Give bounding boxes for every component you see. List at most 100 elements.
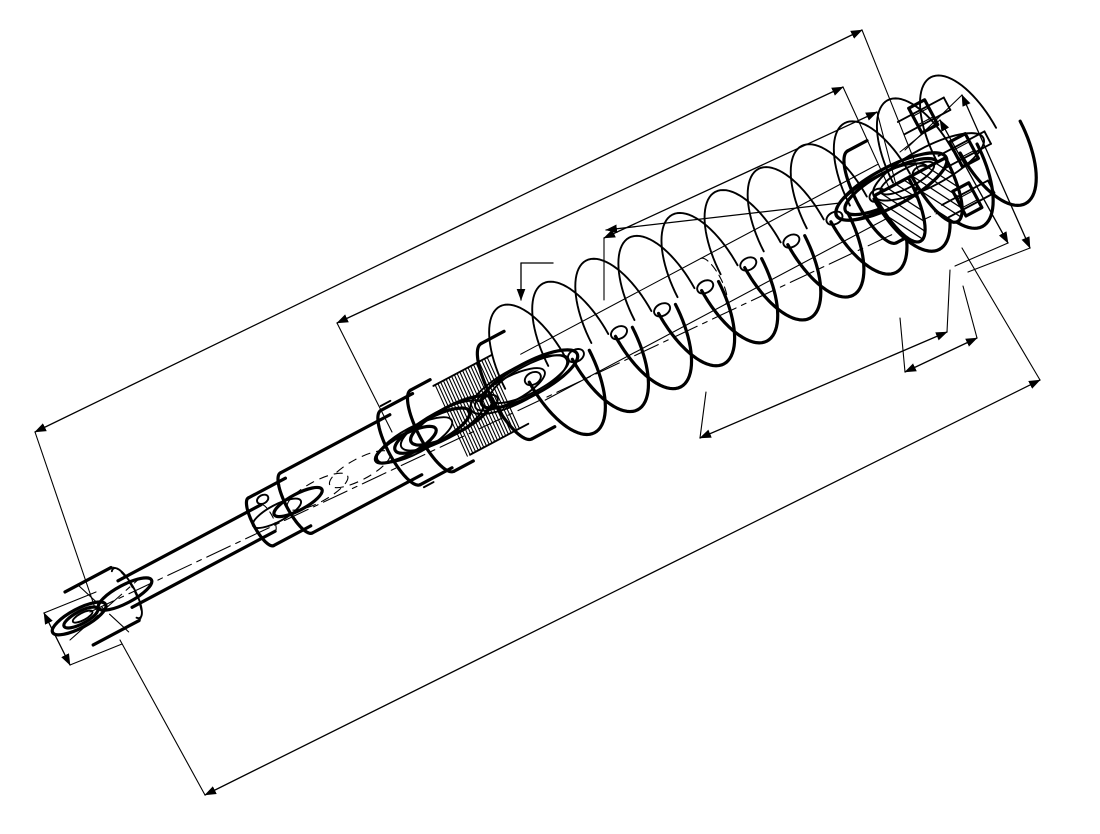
extension-line-11 bbox=[962, 285, 978, 339]
stud-upper bbox=[896, 96, 952, 136]
coil-front-1 bbox=[527, 348, 607, 437]
hatch-line bbox=[874, 157, 963, 241]
stud-tip-2 bbox=[986, 179, 996, 194]
upper-seat-flange-cap-near bbox=[842, 149, 899, 245]
mounting-studs bbox=[896, 96, 996, 219]
coil-front-6 bbox=[743, 234, 823, 322]
spring-coil-1 bbox=[480, 303, 607, 437]
collar-lug-3 bbox=[461, 460, 474, 468]
coil-wire-section-4 bbox=[610, 325, 628, 341]
body-highlight bbox=[283, 416, 387, 472]
collar-ring-a-cap-near bbox=[376, 408, 422, 487]
extension-line-8 bbox=[699, 391, 707, 439]
seat-flange-cap-near bbox=[475, 341, 534, 442]
thread-crest bbox=[481, 359, 515, 432]
extension-line-4 bbox=[336, 322, 393, 433]
leader-spring-coil bbox=[605, 202, 841, 234]
thread-crest bbox=[470, 365, 504, 438]
extension-line-15 bbox=[954, 242, 1009, 267]
stud-shank-top-1 bbox=[937, 130, 986, 157]
stud-tip-1 bbox=[983, 130, 992, 145]
coil-wire-section-6 bbox=[696, 279, 715, 295]
nut-flat-b-0 bbox=[917, 116, 935, 126]
piston-rod bbox=[116, 503, 277, 609]
coil-front-5 bbox=[700, 257, 780, 345]
eye-face-outer bbox=[50, 600, 108, 637]
leader-shoulder bbox=[605, 202, 841, 234]
coil-back-6 bbox=[703, 189, 782, 276]
coil-back-1 bbox=[488, 303, 567, 390]
coil-wire-section-8 bbox=[782, 233, 801, 249]
mount-plate-face-far bbox=[872, 132, 985, 202]
coil-wire-section-3 bbox=[566, 348, 585, 364]
nut-flat-a-2 bbox=[956, 190, 974, 200]
thread-crest bbox=[448, 377, 482, 450]
thread-crest bbox=[461, 369, 496, 443]
eye-barrel-rail-bottom bbox=[63, 565, 113, 594]
coil-back-7 bbox=[746, 166, 825, 253]
body-seam-1 bbox=[286, 472, 349, 511]
thread-crest bbox=[434, 384, 468, 457]
upper-seat-flange-rail-bottom bbox=[845, 139, 869, 153]
coil-wire-section-2 bbox=[523, 370, 542, 387]
mount-plate-face-near bbox=[834, 151, 949, 222]
nut-flat-b-2 bbox=[961, 199, 979, 209]
centerline-main bbox=[89, 211, 941, 613]
extension-line-10 bbox=[899, 317, 906, 373]
thread-crest bbox=[467, 366, 501, 440]
clamp-pinch-bolt bbox=[256, 493, 270, 505]
eye-bushing-bore bbox=[71, 609, 94, 624]
dimension-seat-offset bbox=[904, 337, 978, 373]
coil-front-2 bbox=[570, 325, 651, 414]
coil-wire-section-1 bbox=[480, 393, 499, 410]
coil-wire-section-5 bbox=[653, 302, 672, 318]
spring-coil-2 bbox=[523, 280, 651, 414]
spring-coil-6 bbox=[696, 189, 823, 322]
thread-root-rail-top bbox=[469, 422, 530, 456]
extension-line-0 bbox=[34, 431, 96, 609]
stud-shank-bot-2 bbox=[947, 191, 996, 219]
spring-inner-shaft-rail-bottom bbox=[520, 163, 879, 355]
collar-ring-b-cap-near bbox=[405, 388, 456, 474]
thread-crest bbox=[486, 356, 520, 430]
extension-line-9 bbox=[946, 269, 951, 333]
hatch-line bbox=[874, 157, 963, 224]
mount-plate-centre-boss bbox=[879, 160, 936, 196]
coil-back-5 bbox=[660, 211, 739, 299]
coil-back-9 bbox=[832, 120, 911, 207]
dimension-eye-width bbox=[43, 612, 71, 666]
coil-front-4 bbox=[656, 279, 737, 368]
extension-line-13 bbox=[967, 247, 1031, 273]
hatch-line bbox=[874, 157, 963, 233]
stud-shank-top-0 bbox=[896, 96, 945, 123]
clamp-split-line bbox=[251, 497, 303, 529]
extension-line-3 bbox=[961, 247, 1041, 381]
extension-line-17 bbox=[69, 643, 123, 666]
coil-wire-section-7 bbox=[739, 256, 758, 272]
seat-flange-rail-top bbox=[530, 425, 557, 441]
part-layer bbox=[50, 74, 1038, 647]
thread-crest bbox=[456, 372, 490, 446]
thread-crest bbox=[437, 382, 471, 456]
hatch-line bbox=[874, 157, 952, 242]
hatch-line bbox=[874, 157, 963, 229]
spring-coil-5 bbox=[653, 211, 780, 345]
leader-spring-wire bbox=[516, 262, 554, 301]
thread-crest bbox=[442, 380, 477, 453]
thread-crest bbox=[483, 358, 518, 431]
stud-lower bbox=[941, 179, 996, 219]
thread-crest bbox=[472, 364, 507, 437]
stud-tip-0 bbox=[942, 96, 952, 111]
dimension-line bbox=[204, 379, 1041, 796]
collar-lug-2 bbox=[418, 379, 431, 387]
coil-front-3 bbox=[613, 302, 694, 391]
collar-lug-1 bbox=[422, 481, 435, 489]
nut-flat-a-0 bbox=[912, 107, 930, 117]
stud-shank-bot-1 bbox=[944, 142, 992, 170]
extension-line-5 bbox=[842, 86, 898, 206]
leader-layer bbox=[516, 202, 841, 301]
spring-coil-4 bbox=[610, 234, 737, 368]
thread-crest bbox=[445, 378, 479, 451]
